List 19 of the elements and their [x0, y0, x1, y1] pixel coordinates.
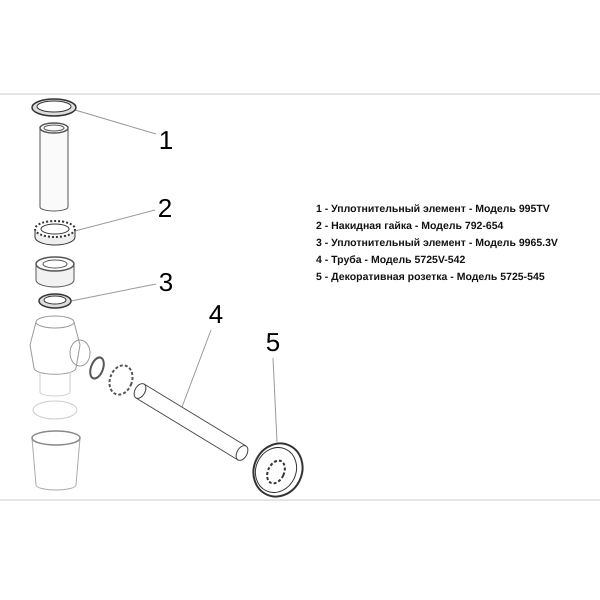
callout-number: 4: [206, 298, 226, 330]
legend-text: 4 - Труба - Модель 5725V-542: [316, 254, 466, 267]
leader-line: [272, 358, 278, 442]
seal-ring-drawing: [38, 293, 72, 309]
callout-number: 2: [155, 192, 175, 224]
legend-text: 5 - Декоративная розетка - Модель 5725-545: [316, 271, 546, 284]
legend-text: 3 - Уплотнительный элемент - Модель 9965.3V: [316, 237, 558, 250]
nut-drawing: [34, 220, 76, 246]
callout-number: 1: [156, 124, 176, 156]
legend-text: 2 - Накидная гайка - Модель 792-654: [316, 220, 504, 233]
leader-line: [74, 110, 156, 134]
callout-number: 3: [156, 266, 176, 298]
leader-line: [74, 210, 156, 232]
rosette-drawing: [250, 440, 304, 500]
seal-ring-drawing: [31, 98, 77, 117]
leader-line: [70, 284, 156, 302]
callout-number: 5: [263, 326, 283, 358]
leader-line: [182, 330, 212, 408]
legend-text: 1 - Уплотнительный элемент - Модель 995TV: [316, 203, 551, 216]
